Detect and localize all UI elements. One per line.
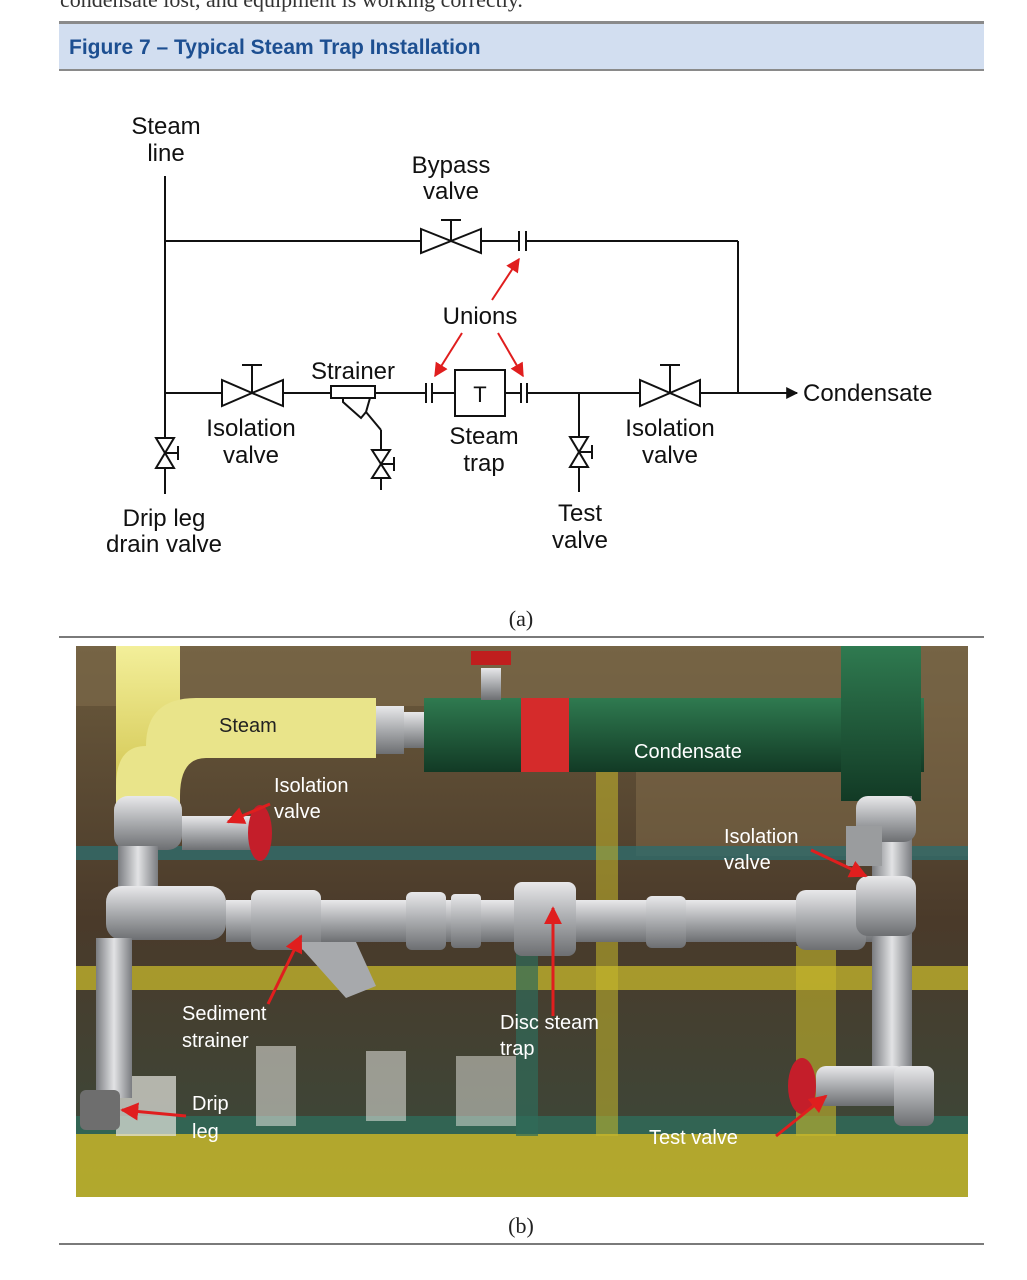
- photo-label-iso-right-1: Isolation: [724, 826, 799, 848]
- union-arrow-left: [434, 332, 463, 378]
- label-iso-right-2: valve: [642, 442, 698, 469]
- caption-a: (a): [508, 606, 534, 631]
- strainer-symbol: [330, 385, 376, 420]
- label-iso-right-1: Isolation: [625, 415, 714, 442]
- photo-label-iso-right-2: valve: [724, 852, 771, 874]
- label-steam-line-1: Steam: [131, 113, 200, 140]
- photo-label-drip-2: leg: [192, 1121, 219, 1143]
- photo-label-sediment-2: strainer: [182, 1030, 249, 1052]
- photo-label-disc-1: Disc steam: [500, 1012, 599, 1034]
- trap-union-right-symbol: [520, 383, 528, 403]
- steam-trap-schematic: T Steam line Bypass: [106, 113, 932, 558]
- photo-label-iso-left-1: Isolation: [274, 775, 349, 797]
- strainer-drain-valve-symbol: [370, 449, 395, 479]
- photo-label-test-valve: Test valve: [649, 1127, 738, 1149]
- top-text-fragment: condensate lost, and equipment is workin…: [60, 0, 760, 13]
- photo-label-disc-2: trap: [500, 1038, 534, 1060]
- label-test-valve-2: valve: [552, 527, 608, 554]
- photo-arrow-left-isolation: [226, 802, 271, 824]
- photo-label-steam: Steam: [219, 715, 277, 737]
- label-steam-trap-2: trap: [463, 450, 504, 477]
- steam-trap-symbol: [454, 369, 506, 417]
- label-test-valve-1: Test: [558, 500, 602, 527]
- trap-union-left-symbol: [425, 383, 433, 403]
- steam-trap-photo: Steam Condensate Isolation valve Isolati…: [76, 646, 968, 1197]
- label-drip-leg-2: drain valve: [106, 531, 222, 558]
- drip-leg-drain-valve-symbol: [154, 437, 179, 469]
- label-condensate: Condensate: [803, 380, 932, 407]
- bypass-valve-symbol: [420, 219, 482, 255]
- figure-title: Figure 7 – Typical Steam Trap Installati…: [69, 36, 481, 59]
- union-arrow-bypass: [491, 257, 520, 301]
- label-iso-left-1: Isolation: [206, 415, 295, 442]
- label-bypass-2: valve: [423, 178, 479, 205]
- caption-b: (b): [508, 1213, 534, 1238]
- photo-label-iso-left-2: valve: [274, 801, 321, 823]
- label-drip-leg-1: Drip leg: [123, 505, 206, 532]
- figure-header: Figure 7 – Typical Steam Trap Installati…: [59, 21, 984, 71]
- label-unions: Unions: [443, 303, 518, 330]
- divider-bottom: [59, 1243, 984, 1245]
- bypass-union-symbol: [518, 231, 527, 251]
- photo-arrow-drip-leg: [120, 1102, 187, 1121]
- photo-label-condensate: Condensate: [634, 741, 742, 763]
- photo-arrow-sediment: [266, 934, 303, 1005]
- photo-arrow-right-isolation: [810, 848, 868, 878]
- right-isolation-valve-symbol: [639, 364, 701, 408]
- divider-top: [59, 636, 984, 638]
- label-bypass-1: Bypass: [412, 152, 491, 179]
- photo-illustration: Steam Condensate Isolation valve Isolati…: [76, 646, 968, 1197]
- test-valve-symbol: [568, 436, 593, 468]
- left-isolation-valve-symbol: [221, 364, 284, 408]
- label-strainer: Strainer: [311, 358, 395, 385]
- label-iso-left-2: valve: [223, 442, 279, 469]
- steam-trap-letter: T: [473, 382, 486, 407]
- photo-label-drip-1: Drip: [192, 1093, 229, 1115]
- union-arrow-right: [497, 332, 524, 378]
- photo-label-sediment-1: Sediment: [182, 1003, 267, 1025]
- label-steam-trap-1: Steam: [449, 423, 518, 450]
- photo-arrow-test-valve: [775, 1094, 828, 1138]
- label-steam-line-2: line: [147, 140, 184, 167]
